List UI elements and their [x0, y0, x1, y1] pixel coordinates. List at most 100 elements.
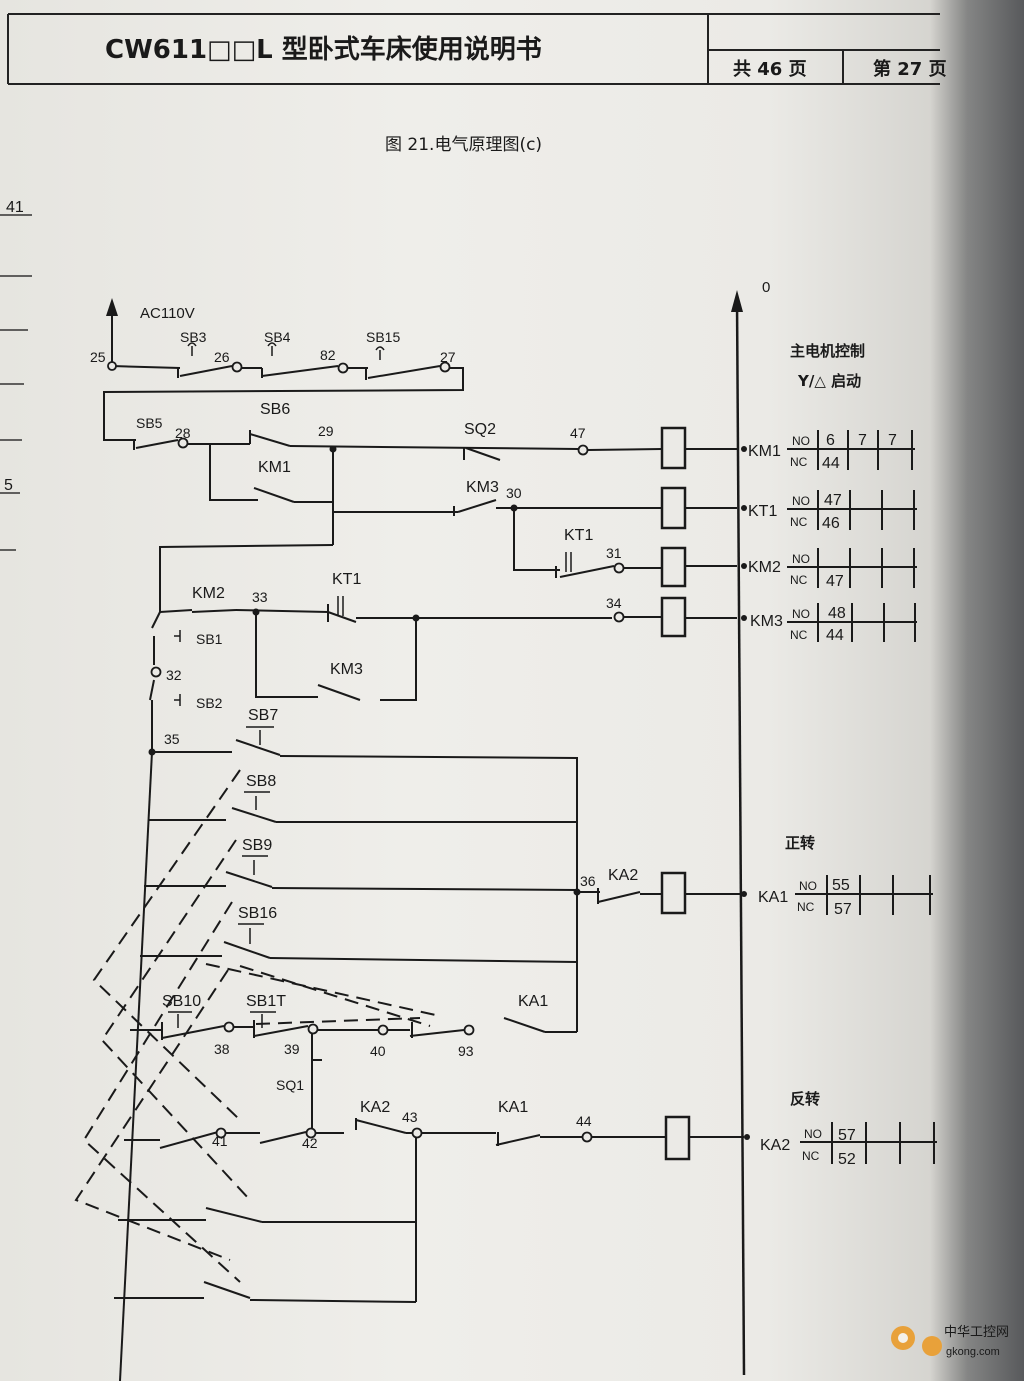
node-25: 25 — [90, 349, 106, 365]
no-label: NO — [792, 607, 810, 621]
no-label: NO — [804, 1127, 822, 1141]
node-numbers: 25 26 82 27 28 29 47 30 31 33 34 32 35 3… — [90, 347, 622, 1151]
contact-nc: 44 — [822, 455, 840, 472]
contact-nc: 46 — [822, 515, 840, 532]
node-44: 44 — [576, 1113, 592, 1129]
label-sb6: SB6 — [260, 401, 290, 418]
km2-coil — [660, 546, 687, 588]
label-sb2: SB2 — [196, 695, 223, 711]
label-ka1-contact: KA1 — [518, 993, 548, 1010]
label-sb3: SB3 — [180, 329, 207, 345]
node-36: 36 — [580, 873, 596, 889]
no-label: NO — [792, 552, 810, 566]
label-sb4: SB4 — [264, 329, 291, 345]
node-41: 41 — [212, 1133, 228, 1149]
no-label: NO — [792, 434, 810, 448]
button-stems — [168, 342, 572, 1028]
node-29: 29 — [318, 423, 334, 439]
label-sq2: SQ2 — [464, 421, 496, 438]
coil-label-km1: KM1 — [748, 443, 781, 460]
section-main-motor: 主电机控制 — [790, 342, 865, 360]
contact-nc: 44 — [826, 627, 844, 644]
page-shadow — [930, 0, 1024, 1381]
header-frame — [7, 13, 940, 85]
node-38: 38 — [214, 1041, 230, 1057]
watermark-url: gkong.com — [946, 1346, 1000, 1358]
label-sb7: SB7 — [248, 707, 278, 724]
node-43: 43 — [402, 1109, 418, 1125]
label-ka1-contact2: KA1 — [498, 1099, 528, 1116]
node-42: 42 — [302, 1135, 318, 1151]
coils — [660, 426, 691, 1161]
coil-label-ka2: KA2 — [760, 1137, 790, 1154]
page-number: 第 27 页 — [873, 58, 947, 80]
label-sb9: SB9 — [242, 837, 272, 854]
coil-label-ka1: KA1 — [758, 889, 788, 906]
no-label: NO — [799, 879, 817, 893]
contact-no: 6 — [826, 432, 835, 449]
supply-voltage-label: AC110V — [140, 305, 195, 322]
node-26: 26 — [214, 349, 230, 365]
node-35: 35 — [164, 731, 180, 747]
label-sq1: SQ1 — [276, 1077, 304, 1093]
contact-no: 7 — [858, 432, 867, 449]
node-82: 82 — [320, 347, 336, 363]
contact-nc: 52 — [838, 1151, 856, 1168]
margin-number: 41 — [6, 199, 24, 216]
junction-dots — [148, 445, 750, 1140]
kt1-coil — [660, 486, 687, 530]
label-ka2-contact: KA2 — [608, 867, 638, 884]
ka1-coil — [660, 871, 687, 915]
contact-numbers: 6 7 7 44 47 46 47 48 44 55 57 57 52 — [822, 432, 897, 1168]
no-label: NO — [792, 494, 810, 508]
node-39: 39 — [284, 1041, 300, 1057]
label-sb8: SB8 — [246, 773, 276, 790]
node-30: 30 — [506, 485, 522, 501]
km1-coil — [660, 426, 687, 470]
section-forward: 正转 — [785, 834, 815, 852]
km3-coil — [660, 596, 687, 638]
wiring — [103, 365, 744, 1381]
label-sb15: SB15 — [366, 329, 400, 345]
nc-label: NC — [790, 628, 808, 642]
label-km1-contact: KM1 — [258, 459, 291, 476]
label-sb1: SB1 — [196, 631, 223, 647]
supply-bus — [106, 298, 118, 366]
nc-label: NC — [790, 455, 808, 469]
nc-label: NC — [790, 573, 808, 587]
contact-no: 47 — [824, 492, 842, 509]
no-nc-labels: NO NC NO NC NO NC NO NC NO NC NO NC — [790, 434, 822, 1163]
nc-label: NC — [802, 1149, 820, 1163]
node-31: 31 — [606, 545, 622, 561]
section-star-delta: Y/△ 启动 — [797, 372, 861, 390]
node-33: 33 — [252, 589, 268, 605]
label-sb10: SB10 — [162, 993, 201, 1010]
terminal-nodes — [107, 361, 625, 1143]
contact-no: 48 — [828, 605, 846, 622]
total-pages: 共 46 页 — [733, 59, 807, 80]
node-32: 32 — [166, 667, 182, 683]
mechanical-linkage — [74, 769, 441, 1283]
figure-caption: 图 21.电气原理图(c) — [385, 135, 542, 155]
watermark-site: 中华工控网 — [944, 1325, 1009, 1340]
label-kt1-contact: KT1 — [564, 527, 593, 544]
coil-label-km2: KM2 — [748, 559, 781, 576]
neutral-bus — [731, 290, 746, 1376]
node-27: 27 — [440, 349, 456, 365]
coil-label-kt1: KT1 — [748, 503, 777, 520]
contact-nc: 47 — [826, 573, 844, 590]
node-28: 28 — [175, 425, 191, 441]
label-ka2-contact2: KA2 — [360, 1099, 390, 1116]
label-km3-contact: KM3 — [466, 479, 499, 496]
document-title: CW611□□L 型卧式车床使用说明书 — [105, 34, 542, 65]
label-sb5: SB5 — [136, 415, 163, 431]
contact-tables — [787, 430, 937, 1164]
section-reverse: 反转 — [790, 1090, 820, 1108]
node-93: 93 — [458, 1043, 474, 1059]
contact-no: 55 — [832, 877, 850, 894]
contact-no: 57 — [838, 1127, 856, 1144]
label-km3-contact2: KM3 — [330, 661, 363, 678]
label-kt1-contact2: KT1 — [332, 571, 361, 588]
coil-label-km3: KM3 — [750, 613, 783, 630]
